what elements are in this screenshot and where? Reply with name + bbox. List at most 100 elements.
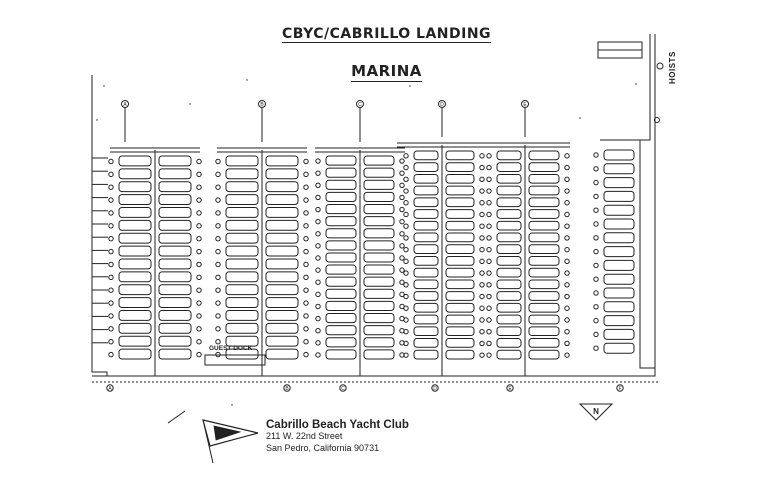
- slip-marker: [593, 290, 599, 296]
- slip: [528, 150, 560, 161]
- slip: [528, 185, 560, 196]
- slip-marker: [564, 270, 570, 276]
- slip-marker: [403, 200, 409, 206]
- seawall-inner: [639, 34, 651, 365]
- slip-marker: [196, 300, 202, 306]
- club-name: Cabrillo Beach Yacht Club: [266, 419, 409, 431]
- slip-marker: [315, 279, 321, 285]
- slip-marker: [486, 200, 492, 206]
- slip-marker: [315, 158, 321, 164]
- slip-marker: [196, 261, 202, 268]
- slip-marker: [108, 197, 114, 203]
- slip-marker: [303, 171, 309, 178]
- hoist-marker: [656, 62, 664, 70]
- slip: [118, 271, 152, 283]
- slip: [528, 349, 560, 360]
- slip: [363, 167, 395, 178]
- slip: [325, 276, 357, 287]
- slip-marker: [486, 293, 492, 300]
- slip: [445, 314, 475, 325]
- slip: [118, 155, 152, 167]
- slip-marker: [564, 211, 570, 218]
- dock-label: A: [123, 102, 127, 108]
- slip: [603, 287, 635, 299]
- slip-marker: [196, 158, 202, 165]
- slip-marker: [215, 274, 221, 281]
- slip-marker: [564, 305, 570, 311]
- slip-marker: [403, 328, 409, 335]
- slip-marker: [315, 243, 321, 249]
- slip-marker: [403, 211, 409, 218]
- slip: [603, 273, 635, 285]
- slip-marker: [593, 304, 599, 310]
- slip-marker: [564, 223, 570, 229]
- slip: [325, 325, 357, 336]
- slip-marker: [479, 305, 485, 311]
- slip: [325, 191, 357, 202]
- slip: [413, 302, 439, 313]
- slip-marker: [486, 153, 492, 159]
- slip-marker: [303, 184, 309, 190]
- slip-marker: [196, 313, 202, 319]
- map-subtitle: MARINA: [351, 62, 422, 82]
- slip: [363, 313, 395, 324]
- slip-marker: [303, 158, 309, 165]
- slip: [445, 162, 475, 172]
- slip: [528, 256, 560, 266]
- dock-label-circle: [438, 100, 446, 108]
- slip: [496, 173, 522, 184]
- slip-marker: [403, 176, 409, 183]
- slip: [445, 197, 475, 208]
- club-city: San Pedro, California 90731: [266, 442, 380, 453]
- slip: [363, 240, 395, 251]
- slip-marker: [399, 218, 405, 225]
- slip-marker: [215, 171, 221, 178]
- gate-circle: [616, 384, 624, 392]
- slip-marker: [564, 340, 570, 347]
- slip-marker: [315, 291, 321, 298]
- club-street: 211 W. 22nd Street: [266, 431, 343, 441]
- slip-marker: [593, 331, 599, 338]
- slip: [528, 302, 560, 313]
- slip-marker: [564, 235, 570, 241]
- slip: [413, 209, 439, 219]
- slip: [325, 167, 357, 178]
- slip: [325, 179, 357, 190]
- slip-marker: [399, 206, 405, 213]
- slip-marker: [479, 328, 485, 335]
- slip-marker: [303, 300, 309, 306]
- slip: [413, 338, 439, 348]
- gate-label: B: [285, 386, 289, 392]
- slip-marker: [403, 235, 409, 241]
- slip: [445, 267, 475, 278]
- slip: [528, 291, 560, 301]
- speck: [409, 85, 411, 87]
- slip: [158, 168, 192, 180]
- slip: [496, 162, 522, 172]
- slip-marker: [593, 317, 599, 324]
- slip-marker: [403, 270, 409, 276]
- slip-marker: [303, 274, 309, 281]
- slip: [603, 190, 635, 202]
- slip: [225, 322, 259, 334]
- slip: [158, 258, 192, 270]
- slip-marker: [479, 164, 485, 171]
- gate-label: F: [618, 386, 621, 392]
- slip-marker: [303, 313, 309, 319]
- dock-label: E: [523, 102, 527, 108]
- slip-marker: [486, 282, 492, 288]
- slip: [225, 284, 259, 296]
- slip-marker: [486, 305, 492, 311]
- slip: [363, 252, 395, 263]
- slip: [158, 155, 192, 167]
- slip: [603, 177, 635, 189]
- speck: [231, 404, 233, 406]
- slip-marker: [315, 340, 321, 346]
- slip: [496, 326, 522, 337]
- slip-marker: [303, 261, 309, 268]
- slip: [158, 322, 192, 334]
- slip: [158, 271, 192, 283]
- slip-marker: [108, 287, 114, 293]
